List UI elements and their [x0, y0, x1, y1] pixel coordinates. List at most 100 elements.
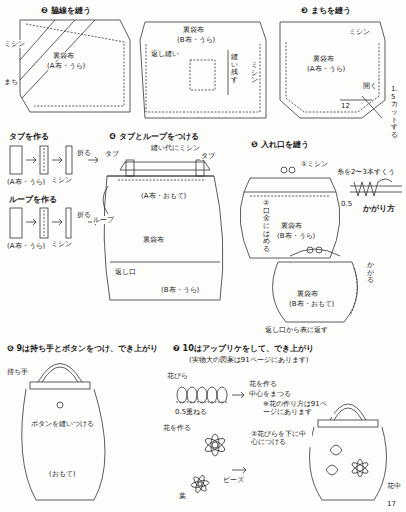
tab-strip — [26, 157, 36, 163]
part-label: かがる — [366, 262, 375, 285]
flower — [232, 467, 246, 473]
part-label: 縫い代にミシン — [150, 144, 201, 152]
part-label: 葉 — [178, 492, 187, 500]
step-heading: ❼ 10はアップリケをして、でき上がり — [172, 344, 315, 354]
lining-panel — [20, 20, 130, 112]
lining-panel — [280, 22, 385, 118]
loop-strip — [66, 208, 71, 238]
lining-panel — [340, 96, 382, 118]
finished-bag — [22, 389, 105, 500]
part-label: 裏袋布 — [52, 52, 75, 60]
flower — [192, 475, 208, 493]
finished-bag — [57, 402, 63, 408]
bag-with-frame — [250, 196, 330, 197]
petal-row — [177, 387, 187, 403]
turned-bag — [273, 262, 358, 322]
part-label: まち — [3, 78, 19, 86]
part-label: 裏袋布 — [182, 26, 205, 34]
tab-strip — [10, 146, 98, 174]
turned-bag — [307, 247, 313, 253]
part-label: 縫い残す — [230, 54, 239, 85]
flower — [198, 482, 202, 486]
part-label: 返し口から表に返す — [264, 326, 329, 334]
applique-bag — [310, 404, 387, 500]
tab-strip — [44, 148, 45, 172]
part-label: 0.5重ねる — [174, 408, 208, 416]
flower — [203, 436, 226, 454]
petal-row — [187, 387, 197, 403]
lining-panel — [280, 22, 385, 118]
part-label: 花を作る — [248, 380, 278, 388]
applique-bag — [310, 427, 387, 500]
tab-strip — [88, 157, 98, 163]
petal-row — [207, 387, 217, 403]
part-label: 花びら — [166, 372, 189, 380]
part-label: (A布・おもて) — [140, 192, 187, 200]
bag-with-frame — [281, 167, 287, 173]
lining-panel — [140, 22, 266, 118]
finished-bag — [42, 367, 78, 382]
step-heading: タブを作る — [8, 132, 50, 142]
loop-strip — [10, 208, 22, 238]
part-label: 中心をまつる — [248, 390, 292, 398]
tab-strip — [40, 146, 48, 174]
part-label: (B布・おもて) — [288, 300, 335, 308]
part-label: ボタンを縫いつける — [30, 420, 95, 428]
petal-row — [217, 387, 227, 403]
finished-bag — [38, 364, 82, 383]
loop-strip — [52, 219, 62, 225]
part-label: ミシン — [50, 240, 73, 248]
part-label: (A布・うら) — [46, 62, 86, 70]
part-label: タブ — [200, 152, 216, 160]
part-label: 裏袋布 — [280, 222, 303, 230]
applique-bag — [318, 420, 378, 427]
part-label: タブ — [104, 150, 120, 158]
flower — [211, 434, 219, 456]
flower — [212, 442, 218, 448]
flower — [203, 436, 226, 454]
part-label: 裏袋布 — [142, 236, 165, 244]
bag-with-tab — [103, 186, 108, 214]
part-label: 返し口 — [114, 268, 137, 276]
bag-with-frame — [289, 167, 295, 173]
bag-with-tab — [126, 160, 134, 176]
petal-row — [176, 402, 228, 403]
finished-bag — [22, 364, 105, 501]
lining-panel — [20, 20, 130, 112]
turned-bag — [278, 262, 352, 263]
part-label: (実物大の図案は91ページにあります) — [188, 356, 309, 364]
part-label: (B布・うら) — [276, 232, 316, 240]
part-label: 花中 — [386, 482, 402, 490]
whipstitch-detail — [350, 179, 402, 196]
step-heading: ❸ まちを縫う — [300, 6, 352, 16]
part-label: 持ち手 — [6, 368, 29, 376]
loop-strip — [44, 210, 45, 236]
applique-bag — [334, 408, 362, 420]
flower — [203, 434, 246, 473]
bag-with-tab — [110, 262, 220, 263]
step-heading: ❻ 9は持ち手とボタンをつけ、でき上がり — [6, 344, 159, 354]
applique-bag — [357, 459, 363, 477]
bag-with-tab — [118, 180, 206, 181]
applique-bag — [330, 404, 366, 420]
lining-panel — [286, 42, 379, 112]
part-label: ミシン — [50, 176, 73, 184]
part-label: 0.5 — [340, 200, 353, 208]
part-label: ※花の作り方は91ページにあります — [262, 400, 334, 417]
part-label: 開く — [362, 82, 378, 90]
applique-bag — [326, 465, 338, 475]
petal-row — [232, 392, 244, 398]
loop-strip — [26, 219, 36, 225]
part-label: 折る — [76, 211, 92, 219]
loop-strip — [10, 208, 98, 238]
part-label: ②口金にはめる — [262, 200, 271, 254]
bag-with-frame — [240, 192, 340, 258]
part-label: (A布・うら) — [306, 65, 346, 73]
part-label: ループ — [92, 216, 115, 224]
part-label: 折る — [76, 149, 92, 157]
tab-strip — [52, 157, 62, 163]
bag-with-tab — [103, 160, 223, 300]
flower — [191, 479, 210, 488]
bag-with-frame — [244, 178, 336, 192]
part-label: (おもて) — [48, 470, 76, 478]
